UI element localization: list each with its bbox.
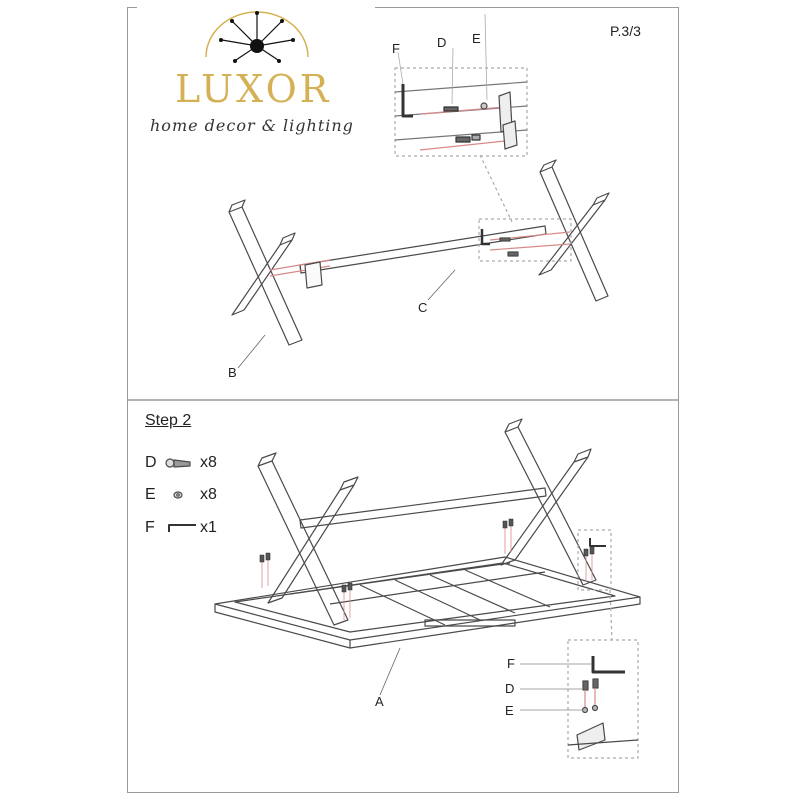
brand-tagline: home decor & lighting xyxy=(150,116,354,135)
part-label-b: B xyxy=(228,365,237,380)
leg-b-right xyxy=(538,159,610,302)
legend-letter-f: F xyxy=(145,519,155,536)
legend-hex-key-icon xyxy=(168,524,196,532)
brand-logo xyxy=(137,2,375,174)
zoom-label-d: D xyxy=(437,35,447,50)
legend-qty-d: x8 xyxy=(200,454,217,471)
screw-icon xyxy=(443,106,459,112)
page-number: P.3/3 xyxy=(610,23,641,39)
step2-zoom-inset xyxy=(567,639,639,759)
hex-key-icon xyxy=(401,84,413,118)
zoom-label-f: F xyxy=(392,41,400,56)
legend-washer-icon xyxy=(173,491,183,499)
step-title: Step 2 xyxy=(145,412,192,429)
legend-qty-e: x8 xyxy=(200,486,217,503)
beam-c xyxy=(299,225,547,274)
step1-zoom-inset xyxy=(394,67,528,157)
callout-e: E xyxy=(505,703,514,718)
table-top-a xyxy=(214,556,641,649)
legend-letter-d: D xyxy=(145,454,157,471)
callout-d: D xyxy=(505,681,515,696)
legend-letter-e: E xyxy=(145,486,156,503)
legend-qty-f: x1 xyxy=(200,519,217,536)
part-label-a: A xyxy=(375,694,384,709)
assembled-frame xyxy=(257,418,597,626)
part-label-c: C xyxy=(418,300,428,315)
logo-mark-icon xyxy=(205,11,309,63)
brand-name: LUXOR xyxy=(175,67,332,111)
zoom-label-e: E xyxy=(472,31,481,46)
callout-f: F xyxy=(507,656,515,671)
leg-b-left xyxy=(228,199,303,346)
legend-screw-icon xyxy=(165,458,191,468)
washer-icon xyxy=(480,102,488,110)
